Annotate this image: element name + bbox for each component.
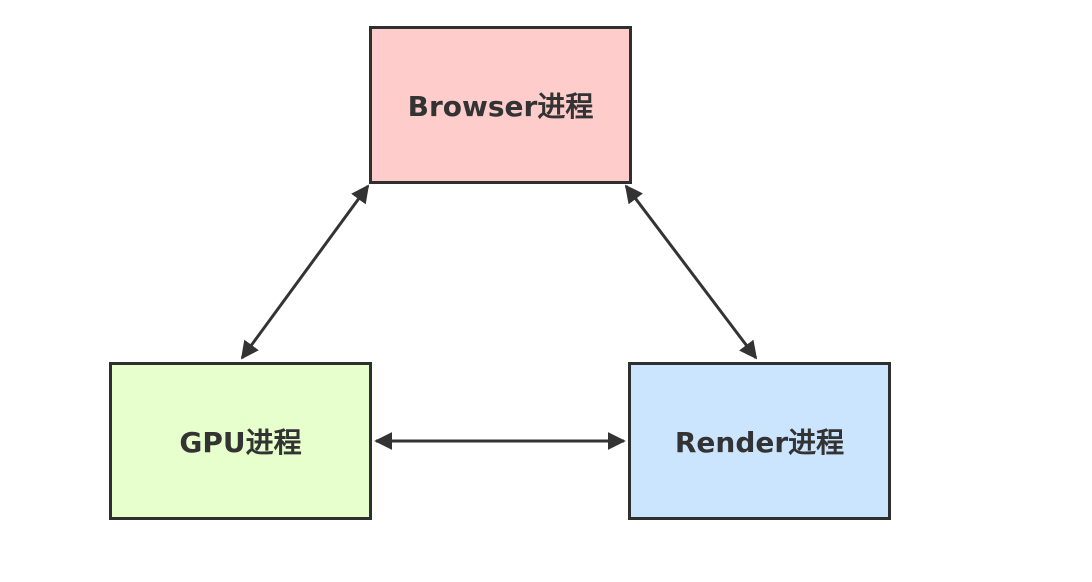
- edge-browser-gpu: [240, 184, 370, 360]
- browser-process-node: Browser进程: [369, 26, 632, 184]
- browser-process-label: Browser进程: [407, 90, 594, 123]
- render-process-node: Render进程: [628, 362, 891, 520]
- edge-browser-render: [624, 184, 758, 360]
- gpu-process-label: GPU进程: [179, 426, 302, 459]
- render-process-label: Render进程: [674, 426, 845, 459]
- gpu-process-node: GPU进程: [109, 362, 372, 520]
